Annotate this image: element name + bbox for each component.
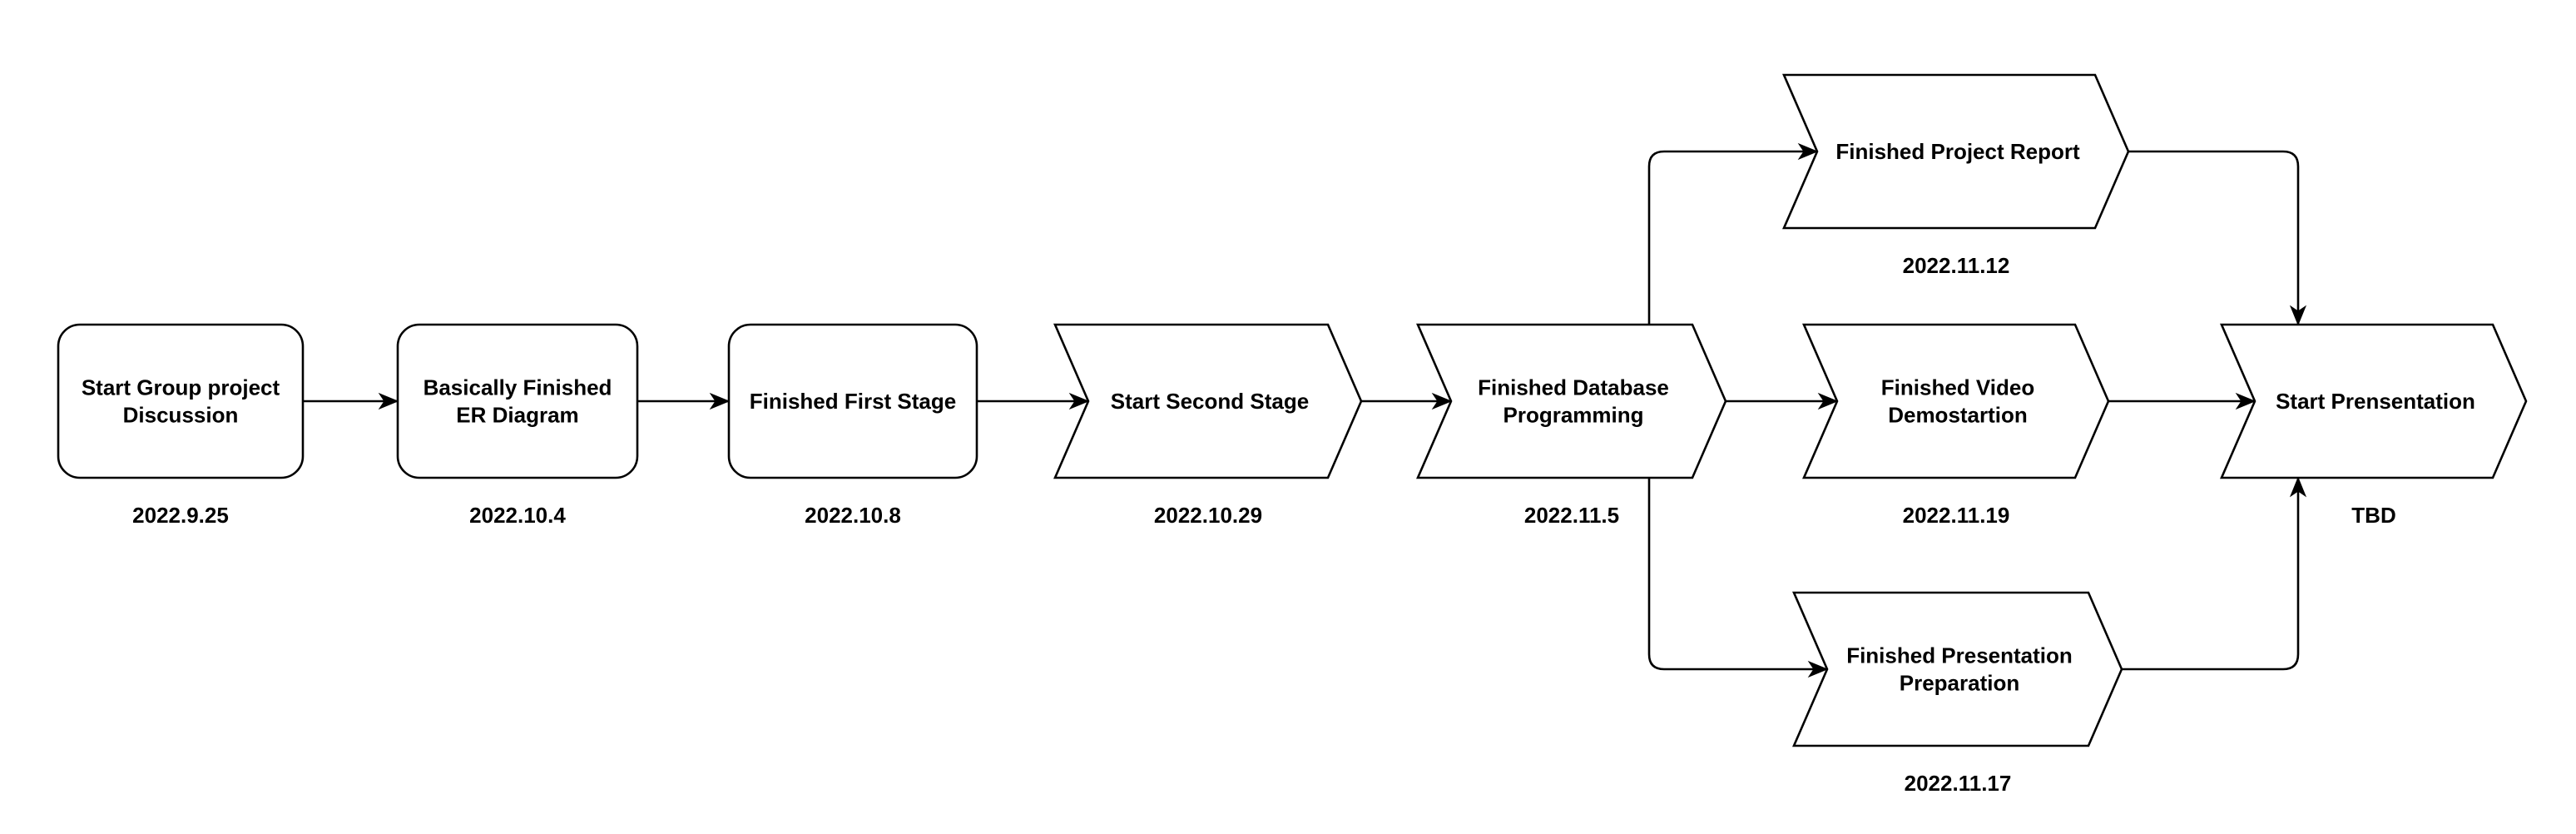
edge-n5-to-n7 (1726, 392, 1839, 410)
edge-n5-to-n6 (1647, 142, 1819, 325)
date-label: 2022.10.4 (469, 503, 566, 528)
edge-n6-to-n9 (2128, 150, 2307, 326)
node-label: Start Prensentation (2276, 389, 2475, 414)
node-label-line: Demostartion (1888, 403, 2028, 428)
node-label: Start Second Stage (1111, 389, 1309, 414)
node-start-second-stage: Start Second Stage (1053, 323, 1363, 479)
connector-line (1647, 478, 1827, 671)
node-label-line: Start Group project (82, 375, 280, 400)
connector-line (2122, 478, 2300, 671)
chevron-shape (1416, 323, 1727, 479)
node-label-line: Programming (1503, 403, 1643, 428)
connector-line (2128, 150, 2300, 325)
chevron-shape (1782, 73, 2130, 230)
arrowhead-icon (709, 392, 731, 410)
date-label: 2022.10.8 (805, 503, 901, 528)
edge-n3-to-n4 (977, 392, 1090, 410)
chevron-shape (2220, 323, 2528, 479)
date-label: 2022.11.12 (1903, 253, 2010, 278)
node-label: Finished Project Report (1835, 139, 2080, 164)
node-label-line: Preparation (1900, 671, 2020, 696)
node-label-line: Discussion (123, 403, 239, 428)
arrowhead-icon (1068, 392, 1090, 410)
process-box-shape (396, 323, 639, 479)
arrowhead-icon (2235, 392, 2256, 410)
node-label-line: Finished Database (1478, 375, 1669, 400)
node-start-prensentation: Start Prensentation (2220, 323, 2528, 479)
node-label-line: Finished First Stage (750, 389, 957, 414)
date-label: 2022.11.5 (1524, 503, 1619, 528)
node-finished-project-report: Finished Project Report (1782, 73, 2130, 230)
node-label-line: Start Second Stage (1111, 389, 1309, 414)
date-label: 2022.10.29 (1154, 503, 1262, 528)
dates-layer: 2022.9.25 2022.10.4 2022.10.8 2022.10.29 202… (132, 253, 2396, 796)
arrowhead-icon (1797, 142, 1819, 161)
arrowhead-icon (2289, 476, 2307, 498)
process-box-shape (727, 323, 978, 479)
chevron-shape (1792, 591, 2123, 747)
edge-n2-to-n3 (637, 392, 731, 410)
arrowhead-icon (1817, 392, 1839, 410)
node-label: Basically Finished ER Diagram (424, 375, 612, 428)
arrowhead-icon (378, 392, 399, 410)
chevron-shape (1802, 323, 2110, 479)
chevron-shape (1053, 323, 1363, 479)
node-basically-finished-er-diagram: Basically Finished ER Diagram (396, 323, 639, 479)
connector-line (1647, 150, 1817, 325)
node-label-line: Finished Video (1881, 375, 2034, 400)
date-label: 2022.9.25 (132, 503, 229, 528)
edge-n5-to-n8 (1647, 478, 1829, 678)
date-label: 2022.11.19 (1903, 503, 2010, 528)
node-label-line: ER Diagram (456, 403, 578, 428)
edge-n7-to-n9 (2108, 392, 2256, 410)
process-box-shape (57, 323, 305, 479)
arrowhead-icon (2289, 305, 2307, 326)
edges-layer (303, 142, 2307, 678)
arrowhead-icon (1431, 392, 1453, 410)
node-label-line: Start Prensentation (2276, 389, 2475, 414)
edge-n1-to-n2 (303, 392, 399, 410)
node-finished-first-stage: Finished First Stage (727, 323, 978, 479)
date-label: 2022.11.17 (1905, 771, 2012, 796)
arrowhead-icon (1807, 660, 1829, 678)
node-label: Finished First Stage (750, 389, 957, 414)
node-label-line: Basically Finished (424, 375, 612, 400)
edge-n4-to-n5 (1361, 392, 1453, 410)
date-label: TBD (2351, 503, 2395, 528)
node-label-line: Finished Presentation (1846, 643, 2073, 668)
edge-n8-to-n9 (2122, 476, 2307, 671)
node-label-line: Finished Project Report (1835, 139, 2080, 164)
